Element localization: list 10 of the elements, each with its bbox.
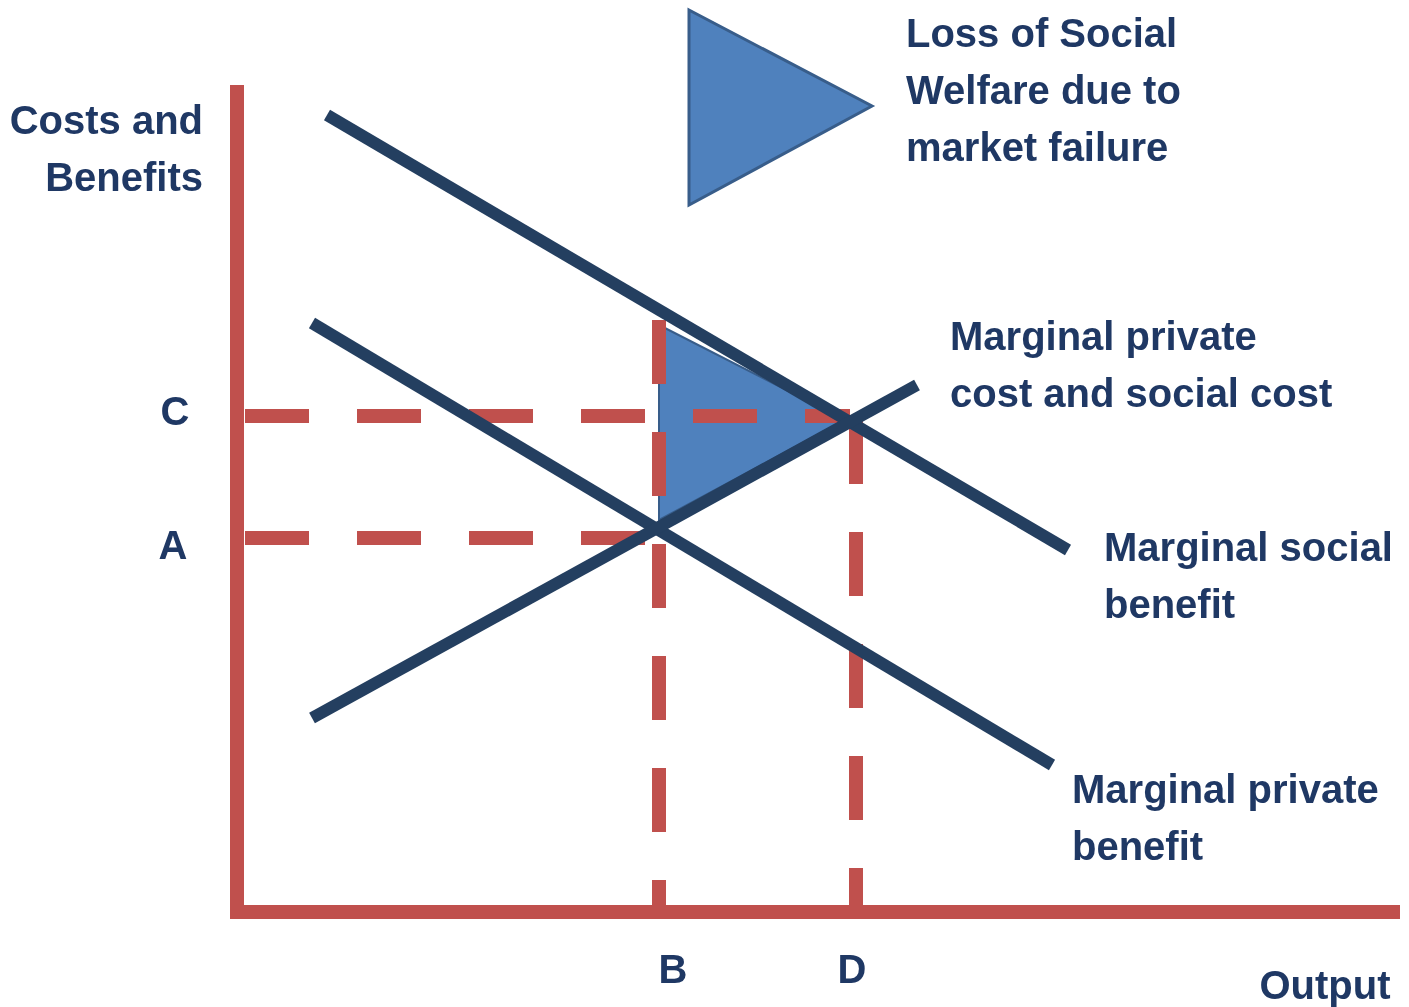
axis-label: C [159,388,191,435]
axis-title: Costs and Benefits [8,97,203,201]
curve-label: Marginal private cost and social cost [950,313,1334,417]
axis-title: Output [1258,962,1392,1007]
curve-label: Marginal social benefit [1104,524,1394,628]
legend-text: Loss of Social Welfare due to market failure [906,10,1182,171]
axis-label: A [157,522,189,569]
curve-label: Marginal private benefit [1072,766,1380,870]
axis-label: B [657,946,689,993]
axis-label: D [836,946,868,993]
